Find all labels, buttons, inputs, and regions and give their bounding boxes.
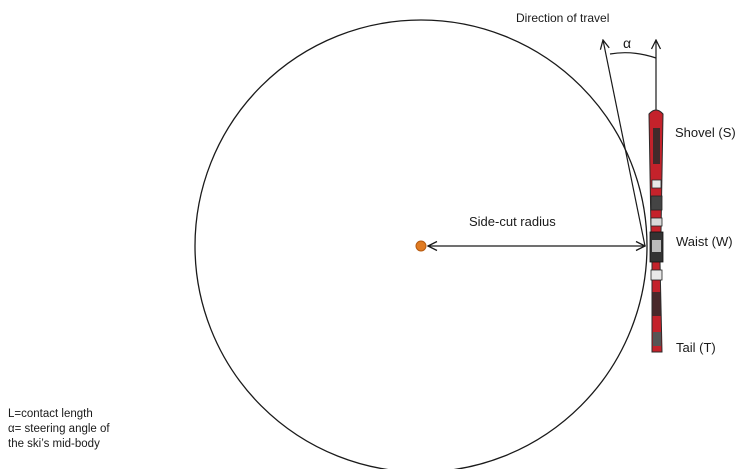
angle-symbol: α	[623, 35, 631, 51]
legend-line-mid-body: the ski’s mid-body	[8, 438, 100, 450]
steering-angle-arc	[609, 52, 657, 59]
circle-center-dot	[415, 240, 427, 252]
ski	[648, 109, 664, 353]
legend-note: L=contact length α= steering angle of th…	[8, 407, 110, 452]
waist-label: Waist (W)	[676, 234, 733, 249]
direction-arrow-tangent	[603, 40, 646, 247]
direction-label: Direction of travel	[516, 11, 609, 25]
sidecut-circle	[194, 19, 648, 469]
legend-line-steering-angle: α= steering angle of	[8, 423, 110, 435]
legend-line-contact-length: L=contact length	[8, 408, 93, 420]
shovel-label: Shovel (S)	[675, 125, 736, 140]
radius-label: Side-cut radius	[469, 214, 556, 229]
tail-label: Tail (T)	[676, 340, 716, 355]
